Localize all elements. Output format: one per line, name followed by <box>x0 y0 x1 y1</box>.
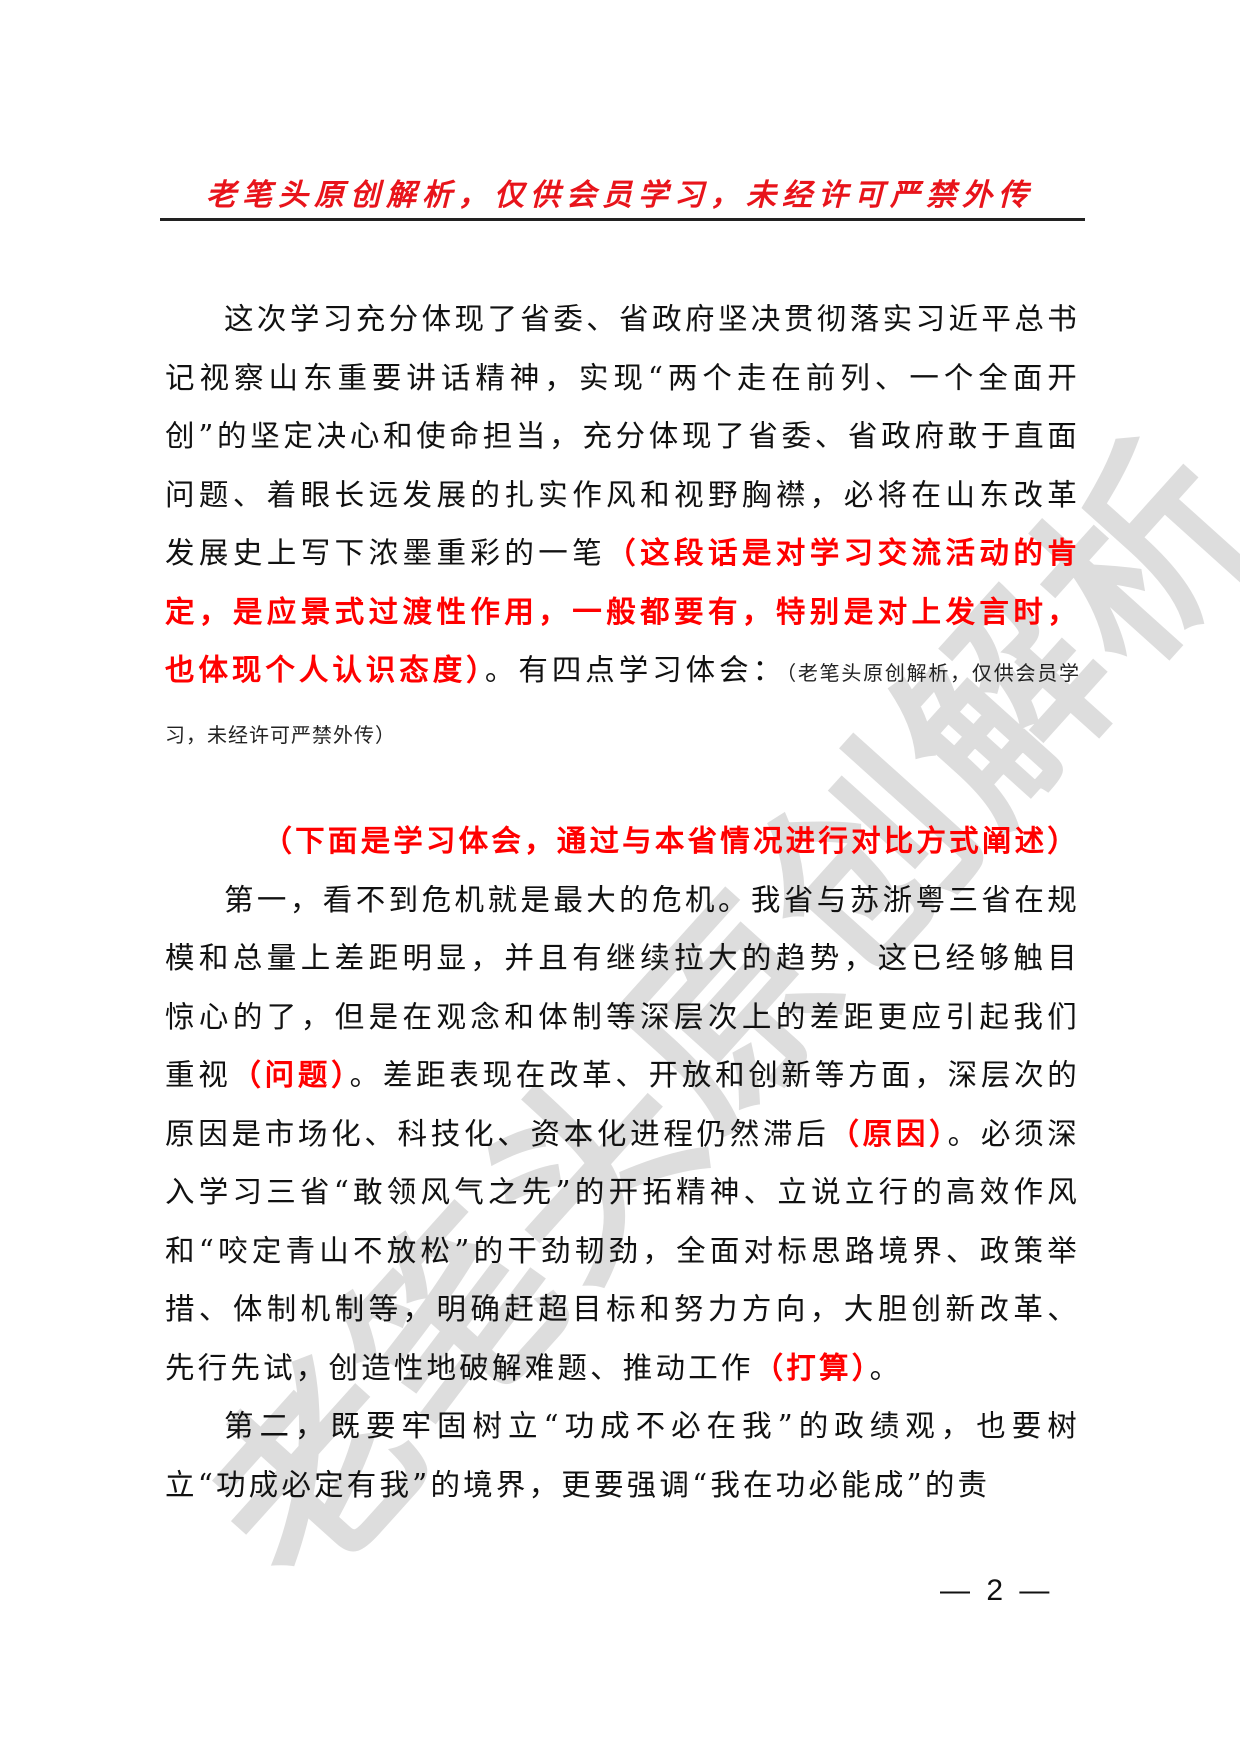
header-divider <box>160 218 1085 221</box>
annotation-problem: （问题） <box>231 1058 350 1092</box>
annotation-plan: （打算） <box>753 1350 870 1385</box>
paragraph-text: 。必须深入学习三省“敢领风气之先”的开拓精神、立说立行的高效作风和“咬定青山不放… <box>165 1116 1080 1385</box>
paragraph-point-two: 第二，既要牢固树立“功成不必在我”的政绩观，也要树立“功成必定有我”的境界，更要… <box>165 1397 1080 1514</box>
document-body: 这次学习充分体现了省委、省政府坚决贯彻落实习近平总书记视察山东重要讲话精神，实现… <box>165 290 1080 1514</box>
paragraph-text: 这次学习充分体现了省委、省政府坚决贯彻落实习近平总书记视察山东重要讲话精神，实现… <box>165 302 1080 570</box>
paragraph-text: 。有四点学习体会： <box>484 653 787 687</box>
paragraph-text: 。差距表现在改革、开放和创新等方面，深层次的原因是市场化、科技化、资本化进程仍然… <box>165 1058 1080 1151</box>
page-number: — 2 — <box>940 1574 1054 1607</box>
paragraph-intro: 这次学习充分体现了省委、省政府坚决贯彻落实习近平总书记视察山东重要讲话精神，实现… <box>165 290 1080 764</box>
section-subheading: （下面是学习体会，通过与本省情况进行对比方式阐述） <box>262 824 1080 858</box>
paragraph-text: 第二，既要牢固树立“功成不必在我”的政绩观，也要树立“功成必定有我”的境界，更要… <box>165 1409 1080 1502</box>
copyright-note: （老笔头原创解析，仅供会员学习，未经许可严禁外传） <box>165 661 1080 747</box>
paragraph-point-one: 第一，看不到危机就是最大的危机。我省与苏浙粤三省在规模和总量上差距明显，并且有继… <box>165 871 1080 1398</box>
header-title: 老笔头原创解析，仅供会员学习，未经许可严禁外传 <box>206 178 1034 213</box>
paragraph-text: 。 <box>869 1350 903 1385</box>
annotation-red: （这段话是对学习交流活动的肯定，是应景式过渡性作用，一般都要有，特别是对上发言时… <box>165 536 1080 687</box>
paragraph-text: 第一，看不到危机就是最大的危机。我省与苏浙粤三省在规模和总量上差距明显，并且有继… <box>165 882 1080 1093</box>
annotation-cause: （原因） <box>829 1116 948 1151</box>
